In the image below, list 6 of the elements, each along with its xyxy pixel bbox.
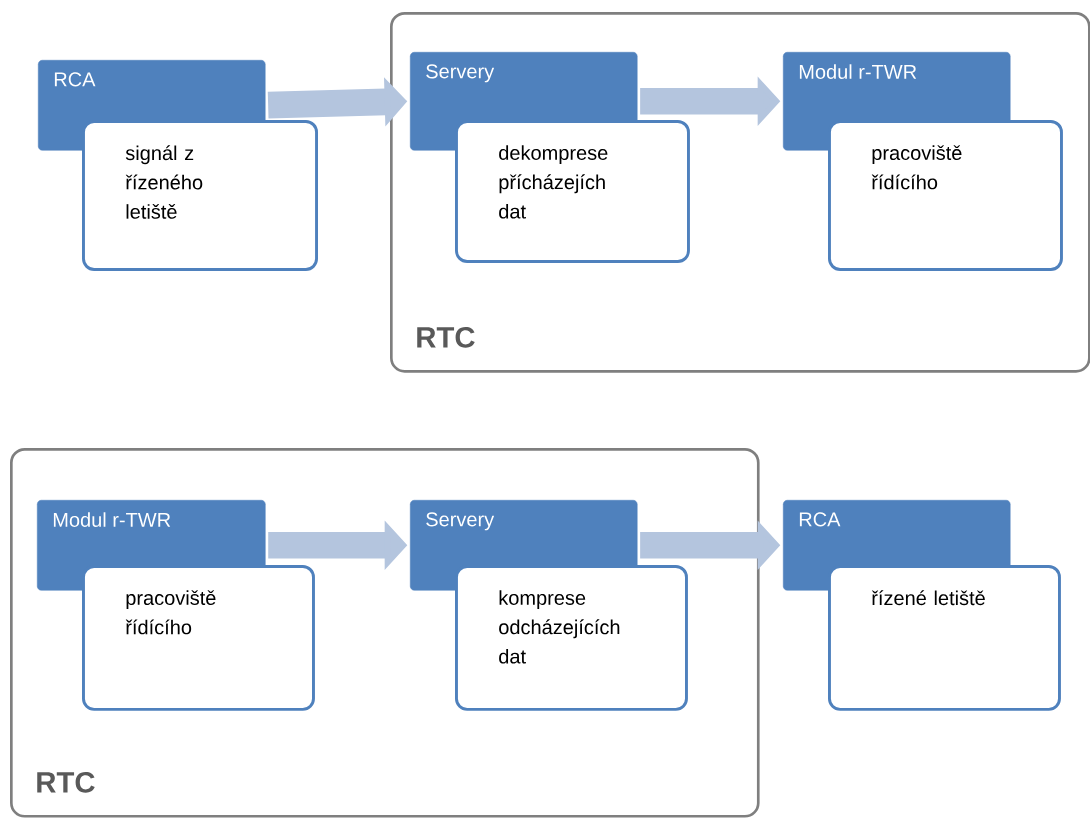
content-box: komprese odcházejících dat xyxy=(455,565,688,711)
content-box: signál z řízeného letiště xyxy=(82,120,318,271)
content-box: pracoviště řídícího xyxy=(82,565,315,711)
content-box: dekomprese přícházejích dat xyxy=(455,120,690,263)
content-box: pracoviště řídícího xyxy=(828,120,1063,271)
content-box: řízené letiště xyxy=(828,565,1061,711)
